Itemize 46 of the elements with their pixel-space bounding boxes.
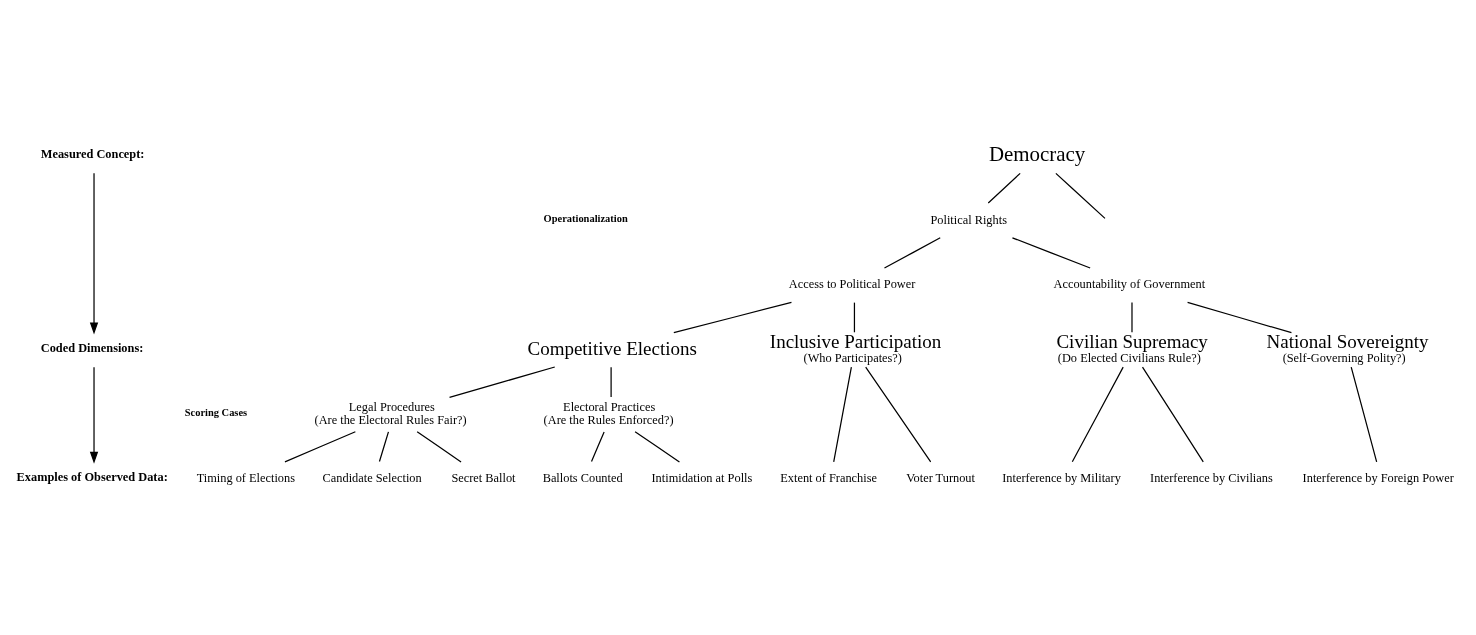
node-text: Political Rights [930, 212, 1007, 227]
node-text: Voter Turnout [906, 471, 975, 486]
node-text: Ballots Counted [542, 471, 623, 486]
arrow [89, 172, 99, 335]
connector [673, 301, 793, 334]
connector [634, 431, 681, 463]
connector [1141, 366, 1204, 463]
node-text: Interference by Civilians [1150, 471, 1273, 486]
node-text: Inclusive Participation (Who Participates?) [769, 331, 942, 366]
connector [865, 366, 932, 463]
connector [1071, 366, 1124, 463]
connector [1186, 301, 1293, 334]
connector [1011, 237, 1091, 269]
connector [378, 431, 390, 463]
node-text: Interference by Foreign Power [1302, 471, 1454, 486]
node-text: Accountability of Government [1053, 277, 1206, 292]
node-text: Measured Concept: [40, 147, 145, 162]
connector [610, 366, 612, 398]
node-text: Intimidation at Polls [651, 471, 753, 486]
node-text: Interference by Military [1002, 471, 1121, 486]
node-text: Electoral Practices (Are the Rules Enforced?) [543, 400, 674, 428]
node-text: Secret Ballot [451, 471, 516, 486]
node-text: Coded Dimensions: [40, 341, 144, 356]
connector [1055, 172, 1106, 219]
node-text: Legal Procedures (Are the Electoral Rules Fair?) [314, 400, 467, 428]
node-text: Candidate Selection [322, 471, 422, 486]
node-text: Timing of Elections [196, 471, 295, 486]
label: Scoring Cases [184, 407, 248, 419]
node-text: National Sovereignty (Self-Governing Polity?) [1266, 331, 1429, 366]
node-text: Access to Political Power [788, 277, 916, 292]
connector [853, 302, 856, 333]
node-text: Democracy [988, 142, 1086, 167]
connector [448, 366, 556, 398]
connector [987, 172, 1021, 204]
connector [416, 431, 462, 463]
node-text: Extent of Franchise [780, 471, 877, 486]
label: Operationalization [543, 213, 628, 225]
connector [284, 431, 356, 463]
node-text: Examples of Observed Data: [16, 470, 168, 485]
connector [1350, 366, 1378, 463]
node-text: Civilian Supremacy (Do Elected Civilians Rule?) [1056, 331, 1208, 366]
connector [883, 237, 941, 269]
arrow [89, 366, 99, 464]
connector [590, 431, 605, 463]
node-text: Competitive Elections [527, 337, 697, 359]
connector [833, 366, 852, 463]
